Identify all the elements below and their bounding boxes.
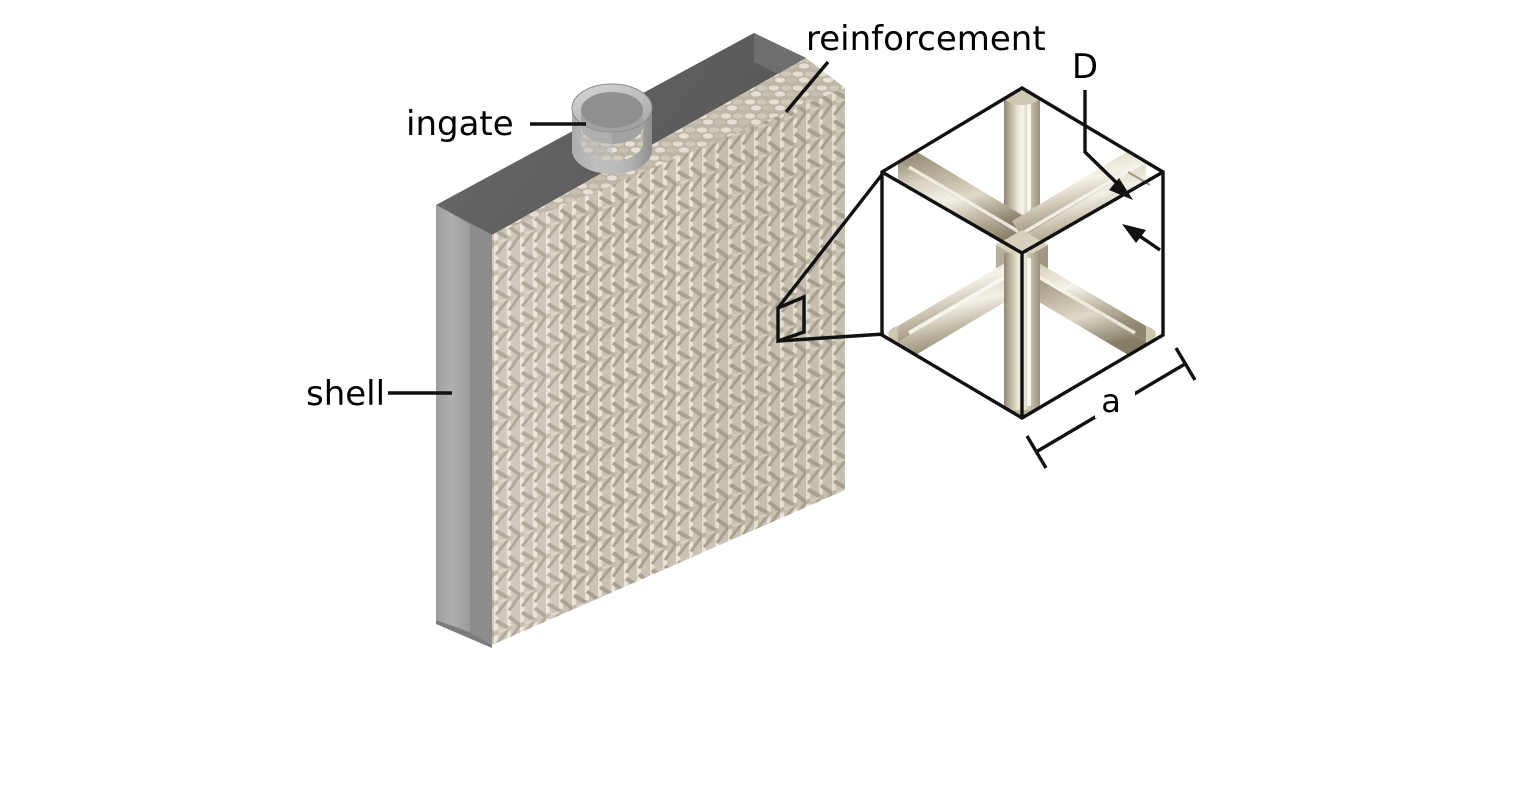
callout-ingate: ingate: [406, 104, 586, 144]
d-arrow-head-upper: [1109, 178, 1133, 200]
unit-cell-struts: [888, 88, 1156, 418]
ingate-label: ingate: [406, 104, 514, 144]
strut-front-left: [888, 253, 1032, 357]
detail-callout: [776, 170, 886, 344]
dimension-a-label: a: [1101, 382, 1121, 420]
callout-shell: shell: [306, 374, 452, 414]
reinforcement-leader-line: [784, 60, 830, 114]
dimension-D: D: [1072, 47, 1161, 252]
d-arrow-head-lower: [1122, 224, 1146, 243]
lattice-top-face: [492, 58, 845, 240]
dimension-a: a: [1025, 347, 1197, 469]
unit-cell-inner-edges: [881, 170, 1164, 418]
strut-back-left: [896, 150, 1032, 253]
shell-label: shell: [306, 374, 385, 414]
lattice-front-face: [492, 88, 845, 645]
ingate-cylinder: [571, 83, 653, 174]
dimension-D-label: D: [1072, 47, 1098, 87]
callout-reinforcement: reinforcement: [784, 19, 1046, 114]
main-assembly: [436, 33, 845, 648]
shell-slab: [436, 205, 492, 648]
reinforcement-label: reinforcement: [806, 19, 1046, 59]
unit-cell-detail: [880, 86, 1165, 420]
